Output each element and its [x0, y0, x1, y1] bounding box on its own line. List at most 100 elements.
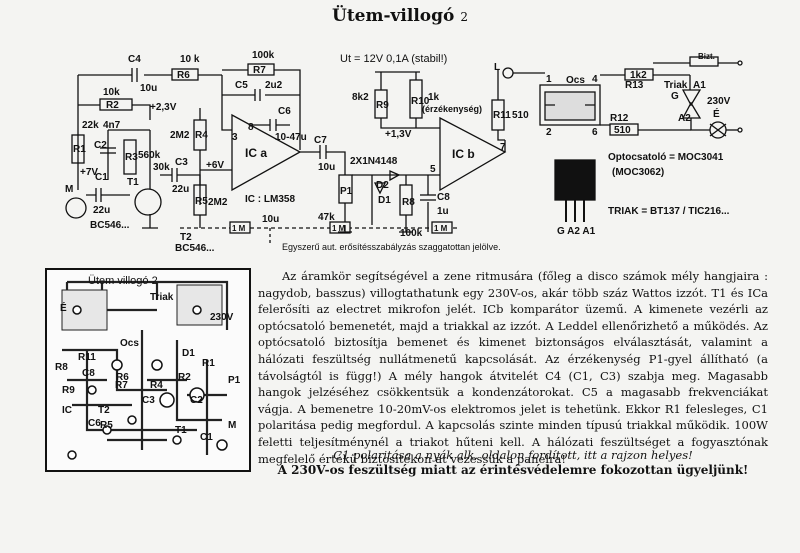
- label-r13-value: 1k2: [630, 70, 647, 81]
- pcb-label-p1: P1: [228, 375, 241, 386]
- label-v23: +2,3V: [150, 102, 177, 113]
- pcb-label-r1: R1: [202, 358, 215, 369]
- label-c8: C8: [437, 192, 450, 203]
- label-r5-value: 2M2: [208, 197, 228, 208]
- pcb-label-c1: C1: [200, 432, 213, 443]
- label-v13: +1,3V: [385, 129, 412, 140]
- pcb-label-r6: R6: [116, 372, 129, 383]
- footnote: Egyszerű aut. erősítésszabályzás szaggat…: [282, 242, 501, 252]
- pcb-label-r7: R7: [115, 380, 128, 391]
- label-r9-value: 8k2: [352, 92, 369, 103]
- label-sensitivity: (érzékenység): [422, 104, 482, 114]
- label-ga2a1: G A2 A1: [557, 226, 596, 237]
- label-c2-value: 4n7: [103, 120, 121, 131]
- label-r8: R8: [402, 197, 415, 208]
- opamp-a: [231, 113, 302, 192]
- label-v7: +7V: [80, 167, 98, 178]
- label-pin8: 8: [248, 122, 254, 133]
- label-230v: 230V: [707, 96, 731, 107]
- label-d2: D2: [376, 180, 389, 191]
- label-c5: C5: [235, 80, 248, 91]
- label-a2: A2: [678, 113, 691, 124]
- label-t1: T1: [127, 177, 139, 188]
- label-1m-a: 1 M: [232, 224, 246, 233]
- pcb-label-c8: C8: [82, 368, 95, 379]
- pcb-label-r2: R2: [178, 372, 191, 383]
- label-r1-value: 22k: [82, 120, 99, 131]
- label-r12-value: 510: [614, 125, 631, 136]
- pcb-label-d1: D1: [182, 348, 195, 359]
- label-r10: R10: [411, 96, 430, 107]
- label-c7: C7: [314, 135, 327, 146]
- label-30k: 30k: [153, 162, 170, 173]
- triac-package: [554, 159, 596, 201]
- label-c4: C4: [128, 54, 141, 65]
- opamp-b: [439, 116, 507, 192]
- label-ic-a: IC a: [245, 146, 267, 160]
- label-pin2: 2: [546, 127, 552, 138]
- label-p1-value: 47k: [318, 212, 335, 223]
- led: [502, 67, 514, 79]
- pcb-label-e: É: [60, 303, 67, 314]
- label-t2: T2: [180, 232, 192, 243]
- label-fuse: Bizt.: [698, 52, 715, 61]
- label-r9: R9: [376, 100, 389, 111]
- circuit-schematic: Ut = 12V 0,1A (stabil!): [65, 50, 743, 254]
- label-pin7: 7: [500, 142, 506, 153]
- label-c2: C2: [94, 140, 107, 151]
- label-r6-value: 10 k: [180, 54, 200, 65]
- label-r13: R13: [625, 80, 644, 91]
- pcb-label-ocs: Ocs: [120, 338, 139, 349]
- description: Az áramkör segítségével a zene ritmusára…: [258, 268, 768, 467]
- label-r6: R6: [177, 70, 190, 81]
- label-a1: A1: [693, 80, 706, 91]
- label-triak: Triak: [664, 80, 688, 91]
- label-led: L: [494, 62, 500, 73]
- label-bc546: BC546...: [90, 220, 130, 231]
- label-c7-value: 10u: [318, 162, 335, 173]
- page-number: 2: [460, 10, 468, 24]
- label-pin5: 5: [430, 164, 436, 175]
- label-c3: C3: [175, 157, 188, 168]
- label-r4-value: 2M2: [170, 130, 190, 141]
- label-bc546-2: BC546...: [175, 243, 215, 254]
- d1-diode: [373, 182, 387, 195]
- label-e: É: [713, 107, 720, 120]
- pcb-label-t2: T2: [98, 405, 110, 416]
- r6-resistor: [171, 68, 199, 81]
- label-c6: C6: [278, 106, 291, 117]
- pcb-label-r5: R5: [100, 420, 113, 431]
- pcb-label-c2: C2: [190, 395, 203, 406]
- label-c4-value: 10u: [140, 83, 157, 94]
- label-c6-value: 10-47u: [275, 132, 307, 143]
- label-c1: C1: [95, 172, 108, 183]
- opto-alt: (MOC3062): [612, 167, 664, 178]
- label-p1: P1: [340, 186, 353, 197]
- label-pin1: 1: [546, 74, 552, 85]
- label-pin4: 4: [592, 74, 598, 85]
- label-1m-b: 1 M: [332, 224, 346, 233]
- triac: [681, 89, 702, 107]
- pcb-label-c6: C6: [88, 418, 101, 429]
- fuse: [689, 56, 719, 67]
- pcb-label-r8: R8: [55, 362, 68, 373]
- label-r7-value: 100k: [252, 50, 275, 61]
- label-r11-value: 510: [512, 110, 529, 121]
- pcb-label-c3: C3: [142, 395, 155, 406]
- safety-warning: A 230V-os feszültség miatt az érintésvéd…: [277, 463, 749, 477]
- label-1m-c: 1 M: [434, 224, 448, 233]
- label-d1: D1: [378, 195, 391, 206]
- label-m: M: [65, 184, 73, 195]
- t1-transistor: [134, 188, 162, 216]
- label-r10-value: 1k: [428, 92, 440, 103]
- r1-resistor: [71, 134, 85, 164]
- label-g: G: [671, 91, 679, 102]
- r3-resistor: [123, 139, 137, 175]
- pcb-label-r4: R4: [150, 380, 163, 391]
- label-c3-value: 22u: [172, 184, 189, 195]
- pcb-label-r11: R11: [78, 352, 96, 363]
- d2-diode: [389, 169, 401, 182]
- label-c8-value: 1u: [437, 206, 449, 217]
- pcb-label-ic: IC: [62, 405, 72, 416]
- pcb-title: Ütem villogó 2: [88, 275, 158, 287]
